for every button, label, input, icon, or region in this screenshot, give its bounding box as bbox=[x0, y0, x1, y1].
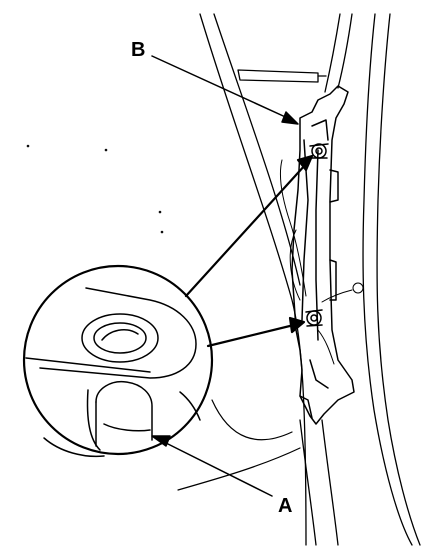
magnifier-shadow-arc bbox=[211, 399, 293, 441]
wire-harness bbox=[279, 159, 364, 365]
leader-arrows bbox=[184, 154, 314, 348]
pillar-outline bbox=[199, 13, 421, 546]
detail-magnifier bbox=[22, 264, 214, 456]
callout-label-a: A bbox=[278, 495, 293, 517]
upper-clip bbox=[309, 143, 329, 159]
lower-clip bbox=[305, 309, 323, 327]
trim-panel bbox=[289, 85, 355, 425]
detail-contents bbox=[25, 287, 201, 458]
callout-b-leader bbox=[151, 55, 299, 125]
ground-line bbox=[177, 447, 301, 491]
specks bbox=[26, 144, 164, 234]
callout-a-leader bbox=[151, 435, 273, 497]
callout-label-b: B bbox=[131, 39, 146, 61]
